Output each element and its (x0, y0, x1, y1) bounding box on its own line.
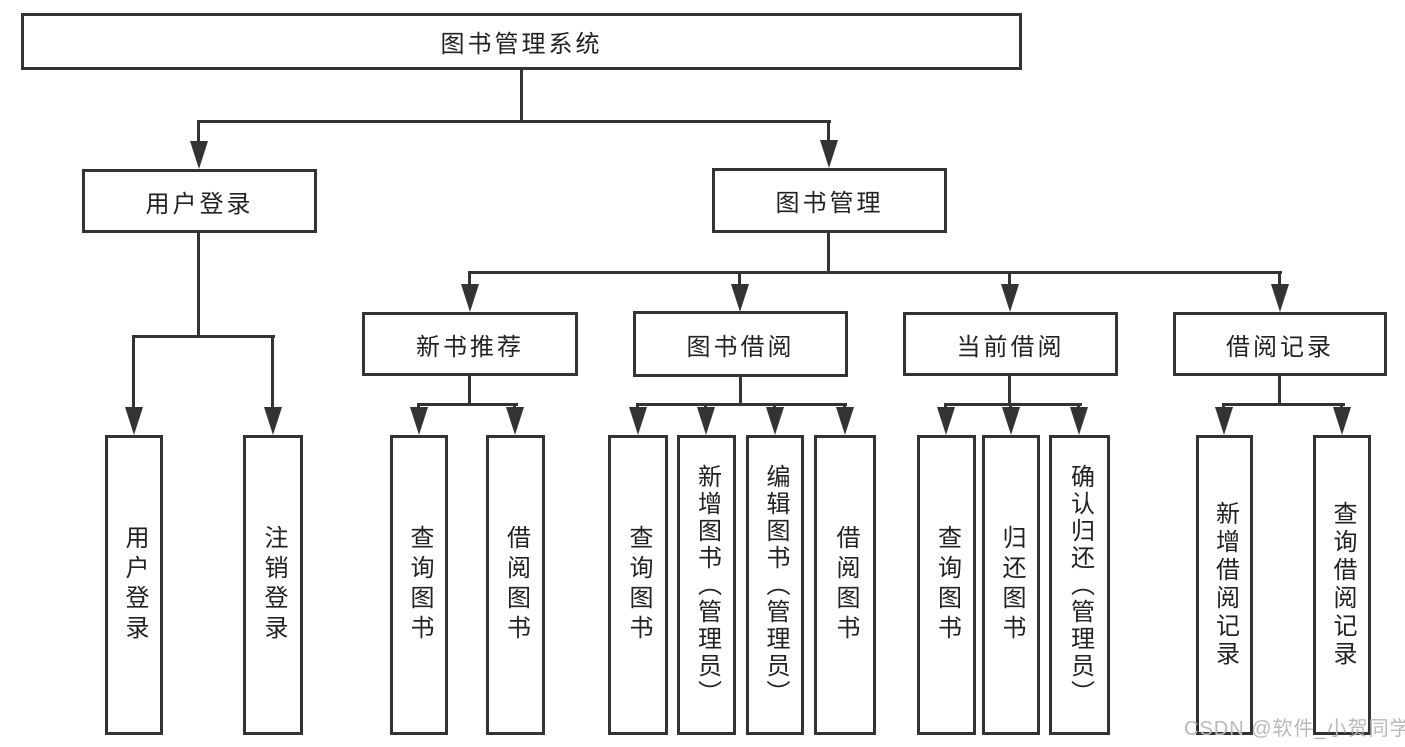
arrowhead-icon (1002, 407, 1020, 435)
connector-bookborrow-vline (739, 377, 742, 406)
arrowhead-icon (1215, 407, 1233, 435)
leaf-borrow-books-recommend: 借阅图书 (486, 435, 545, 735)
arrowhead-icon (820, 140, 838, 168)
connector-currentborrow-vline (1008, 376, 1011, 406)
leaf-query-borrow-record: 查询借阅记录 (1313, 435, 1371, 735)
connector-drop-book-borrow (738, 271, 741, 287)
node-current-borrowing: 当前借阅 (903, 312, 1118, 376)
arrowhead-icon (461, 284, 479, 312)
csdn-watermark: CSDN @软件_小贺同学 (1184, 718, 1405, 740)
connector-records-hline (1222, 403, 1345, 406)
connector-newbook-hline (417, 403, 518, 406)
leaf-query-borrow-record-label: 查询借阅记录 (1329, 501, 1356, 669)
leaf-confirm-return-admin-label: 确认归还（管理员） (1066, 463, 1094, 707)
arrowhead-icon (1001, 284, 1019, 312)
connector-currentborrow-hline (944, 403, 1082, 406)
leaf-return-books: 归还图书 (982, 435, 1040, 735)
connector-drop-book-mgmt (827, 120, 830, 145)
arrowhead-icon (506, 407, 524, 435)
node-user-login: 用户登录 (82, 169, 317, 233)
connector-bookborrow-hline (636, 403, 847, 406)
leaf-logout: 注销登录 (243, 435, 303, 735)
arrowhead-icon (190, 141, 208, 169)
connector-drop-current-borrow (1008, 271, 1011, 287)
leaf-edit-books-admin-label: 编辑图书（管理员） (762, 463, 789, 707)
node-new-book-recommend: 新书推荐 (362, 312, 578, 376)
node-root-label: 图书管理系统 (440, 31, 603, 58)
connector-userlogin-hline (132, 335, 275, 338)
arrowhead-icon (125, 407, 143, 435)
connector-drop-leaf-login (132, 335, 135, 409)
arrowhead-icon (766, 407, 784, 435)
arrowhead-icon (836, 407, 854, 435)
node-new-book-recommend-label: 新书推荐 (416, 333, 524, 361)
node-user-login-label: 用户登录 (145, 190, 254, 218)
connector-drop-borrow-records (1278, 271, 1281, 287)
node-root: 图书管理系统 (21, 13, 1022, 70)
leaf-query-books-borrowing: 查询图书 (608, 435, 668, 735)
node-book-management-label: 图书管理 (775, 190, 884, 217)
node-current-borrowing-label: 当前借阅 (956, 333, 1065, 361)
node-book-borrowing: 图书借阅 (633, 311, 848, 377)
connector-bookmgmt-hline (468, 271, 1282, 274)
arrowhead-icon (264, 407, 282, 435)
leaf-user-login: 用户登录 (105, 435, 163, 735)
connector-userlogin-vline (197, 233, 200, 338)
leaf-add-books-admin: 新增图书（管理员） (677, 435, 736, 735)
node-book-borrowing-label: 图书借阅 (686, 333, 795, 361)
node-borrow-records: 借阅记录 (1173, 312, 1387, 376)
connector-newbook-vline (468, 376, 471, 406)
connector-root-hline (197, 120, 831, 123)
connector-drop-leaf-logout (271, 335, 274, 409)
arrowhead-icon (1070, 407, 1088, 435)
arrowhead-icon (410, 407, 428, 435)
arrowhead-icon (629, 407, 647, 435)
arrowhead-icon (937, 407, 955, 435)
leaf-borrow-books-label: 借阅图书 (832, 525, 859, 645)
arrowhead-icon (1271, 284, 1289, 312)
connector-drop-user-login (197, 120, 200, 145)
leaf-edit-books-admin: 编辑图书（管理员） (746, 435, 804, 735)
arrowhead-icon (731, 284, 749, 312)
leaf-add-borrow-record-label: 新增借阅记录 (1211, 501, 1239, 669)
leaf-query-books-recommend-label: 查询图书 (406, 525, 433, 645)
connector-records-vline (1278, 376, 1281, 406)
node-book-management: 图书管理 (712, 168, 947, 233)
arrowhead-icon (1333, 407, 1351, 435)
leaf-return-books-label: 归还图书 (998, 525, 1025, 645)
leaf-query-books-current-label: 查询图书 (933, 525, 961, 645)
leaf-borrow-books: 借阅图书 (814, 435, 876, 735)
node-borrow-records-label: 借阅记录 (1226, 333, 1334, 361)
connector-drop-new-books (468, 271, 471, 287)
leaf-query-books-borrowing-label: 查询图书 (625, 525, 652, 645)
arrowhead-icon (697, 407, 715, 435)
connector-root-vline (520, 70, 523, 122)
leaf-borrow-books-recommend-label: 借阅图书 (502, 525, 530, 645)
leaf-query-books-current: 查询图书 (917, 435, 976, 735)
leaf-add-books-admin-label: 新增图书（管理员） (693, 463, 721, 707)
leaf-logout-label: 注销登录 (260, 525, 287, 645)
leaf-query-books-recommend: 查询图书 (390, 435, 448, 735)
leaf-confirm-return-admin: 确认归还（管理员） (1049, 435, 1110, 735)
leaf-user-login-label: 用户登录 (121, 525, 148, 645)
connector-bookmgmt-vline (827, 233, 830, 274)
leaf-add-borrow-record: 新增借阅记录 (1196, 435, 1253, 735)
